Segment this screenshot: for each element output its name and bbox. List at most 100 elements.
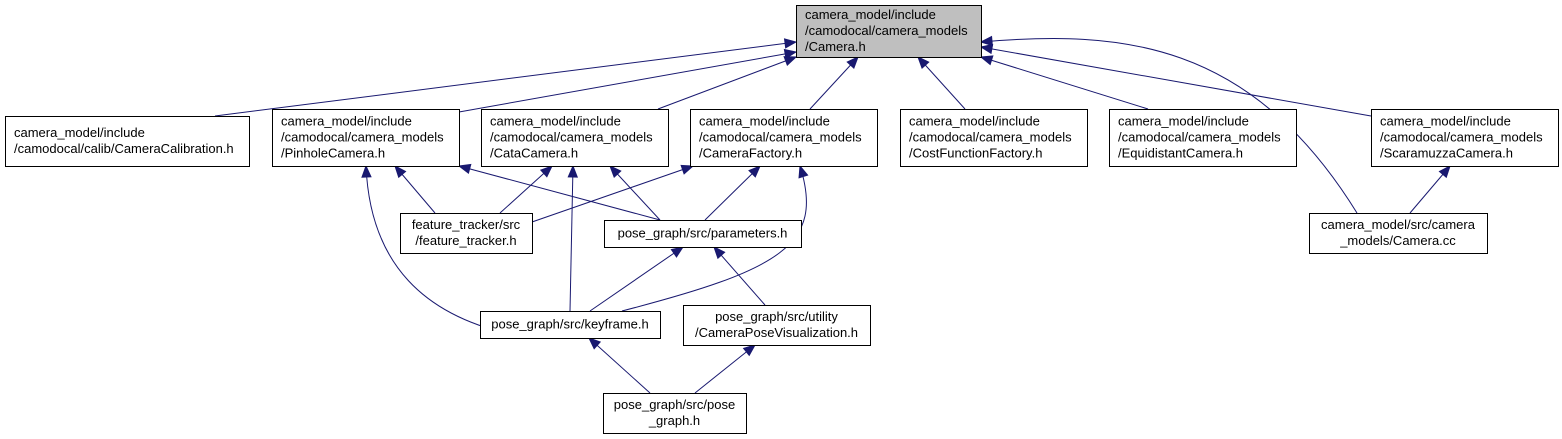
arrowhead-icon (588, 337, 602, 350)
edge-pose_graph_h-to-camera_pose_visualization_h (694, 344, 757, 394)
arrowhead-icon (457, 163, 472, 175)
node-equidistant-camera-h[interactable]: camera_model/include/camodocal/camera_mo… (1109, 109, 1297, 167)
node-box (1309, 213, 1488, 254)
arrowhead-icon (846, 56, 859, 70)
edge-camera_cc-to-camera_h (979, 35, 1358, 214)
arrowhead-icon (979, 43, 994, 55)
edge-pinhole_camera_h-to-camera_h (458, 48, 798, 113)
edge-feature_tracker_h-to-pinhole_camera_h (394, 164, 436, 214)
node-box (690, 109, 878, 167)
node-box (480, 311, 661, 339)
node-camera-h[interactable]: camera_model/include/camodocal/camera_mo… (796, 5, 982, 58)
edge-feature_tracker_h-to-cata_camera_h (499, 165, 553, 214)
arrowhead-icon (783, 56, 798, 66)
edge-feature_tracker_h-to-camera_factory_h (531, 164, 695, 223)
node-scaramuzza-camera-h[interactable]: camera_model/include/camodocal/camera_mo… (1371, 109, 1559, 167)
edge-keyframe_h-to-cata_camera_h (567, 164, 579, 312)
node-box (1371, 109, 1559, 167)
edge-line (713, 246, 766, 306)
edge-line (588, 337, 651, 394)
node-label-line: /camodocal/calib/CameraCalibration.h (14, 141, 234, 156)
node-label-line: /camodocal/camera_models (699, 130, 862, 145)
node-cost-function-factory-h[interactable]: camera_model/include/camodocal/camera_mo… (900, 109, 1088, 167)
node-camera-cc[interactable]: camera_model/src/camera_models/Camera.cc (1309, 213, 1488, 254)
edge-line (569, 165, 574, 312)
node-label-line: pose_graph/src/keyframe.h (491, 317, 649, 332)
node-label-line: /CostFunctionFactory.h (909, 146, 1042, 161)
node-label-line: /ScaramuzzaCamera.h (1380, 146, 1513, 161)
edge-line (609, 165, 661, 221)
node-feature-tracker-h[interactable]: feature_tracker/src/feature_tracker.h (400, 213, 533, 254)
arrowhead-icon (742, 344, 757, 357)
edge-line (694, 344, 756, 394)
node-label-line: camera_model/include (14, 125, 145, 140)
arrowhead-icon (783, 48, 798, 60)
node-label-line: pose_graph/src/pose (614, 397, 735, 412)
edge-parameters_h-to-camera_factory_h (704, 165, 761, 221)
edge-camera_calibration_h-to-camera_h (214, 38, 798, 117)
arrowhead-icon (567, 164, 579, 178)
edge-line (980, 56, 1149, 110)
node-label-line: /camodocal/camera_models (490, 130, 653, 145)
node-parameters-h[interactable]: pose_graph/src/parameters.h (604, 220, 802, 248)
edge-line (499, 165, 553, 214)
edge-line (589, 246, 684, 312)
node-pose-graph-h[interactable]: pose_graph/src/pose_graph.h (603, 393, 747, 434)
nodes-layer: camera_model/include/camodocal/camera_mo… (5, 5, 1559, 434)
node-label-line: camera_model/include (805, 7, 936, 22)
edge-line (531, 165, 694, 223)
node-label-line: camera_model/include (1118, 114, 1249, 129)
node-camera-factory-h[interactable]: camera_model/include/camodocal/camera_mo… (690, 109, 878, 167)
node-label-line: camera_model/include (281, 114, 412, 129)
edge-line (458, 51, 797, 113)
node-box (400, 213, 533, 254)
arrowhead-icon (361, 164, 372, 178)
node-label-line: pose_graph/src/utility (715, 309, 838, 324)
node-box (1109, 109, 1297, 167)
edge-pose_graph_h-to-keyframe_h (588, 337, 651, 394)
edge-cata_camera_h-to-camera_h (657, 56, 798, 110)
node-label-line: pose_graph/src/parameters.h (618, 226, 788, 241)
node-box (683, 305, 871, 346)
node-box (900, 109, 1088, 167)
node-label-line: /CameraPoseVisualization.h (695, 325, 858, 340)
node-box (604, 220, 802, 248)
node-label-line: /camodocal/camera_models (1118, 130, 1281, 145)
edge-cost_function_factory_h-to-camera_h (917, 56, 966, 110)
node-label-line: camera_model/include (1380, 114, 1511, 129)
arrowhead-icon (979, 55, 994, 66)
node-label-line: /camodocal/camera_models (909, 130, 1072, 145)
arrowhead-icon (680, 164, 695, 175)
node-label-line: /camodocal/camera_models (805, 23, 968, 38)
edge-keyframe_h-to-camera_factory_h (621, 164, 809, 312)
node-camera-pose-visualization-h[interactable]: pose_graph/src/utility/CameraPoseVisuali… (683, 305, 871, 346)
node-label-line: /CataCamera.h (490, 146, 578, 161)
arrowhead-icon (979, 35, 993, 47)
edge-parameters_h-to-cata_camera_h (609, 165, 661, 221)
node-camera-calibration-h[interactable]: camera_model/include/camodocal/calib/Cam… (5, 116, 250, 167)
edge-line (657, 56, 797, 110)
edge-camera_cc-to-scaramuzza_camera_h (1409, 164, 1451, 214)
arrowhead-icon (1438, 164, 1451, 179)
node-label-line: _graph.h (648, 413, 700, 428)
node-keyframe-h[interactable]: pose_graph/src/keyframe.h (480, 311, 661, 339)
edge-keyframe_h-to-parameters_h (589, 246, 685, 312)
node-label-line: camera_model/src/camera (1321, 217, 1476, 232)
arrowhead-icon (609, 165, 622, 179)
edges-layer (214, 35, 1451, 394)
edge-line (458, 165, 661, 221)
node-pinhole-camera-h[interactable]: camera_model/include/camodocal/camera_mo… (272, 109, 460, 167)
node-label-line: /CameraFactory.h (699, 146, 802, 161)
node-label-line: camera_model/include (490, 114, 621, 129)
node-label-line: /feature_tracker.h (415, 233, 516, 248)
node-box (796, 5, 982, 58)
node-label-line: /PinholeCamera.h (281, 146, 385, 161)
edge-line (980, 46, 1372, 117)
node-label-line: feature_tracker/src (412, 217, 521, 232)
edge-line (704, 165, 761, 221)
node-cata-camera-h[interactable]: camera_model/include/camodocal/camera_mo… (481, 109, 669, 167)
arrowhead-icon (917, 56, 930, 70)
node-label-line: /EquidistantCamera.h (1118, 146, 1243, 161)
edge-line (917, 56, 966, 110)
